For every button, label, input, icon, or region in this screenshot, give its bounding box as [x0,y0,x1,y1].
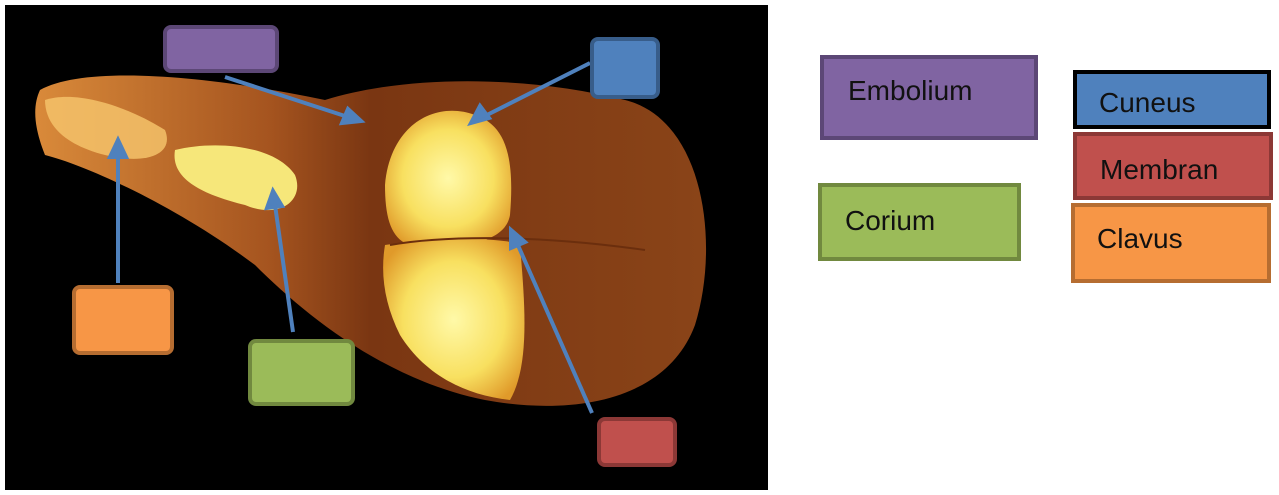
blank-label-box-corium[interactable] [248,339,355,406]
label-membran-text: Membran [1100,156,1218,184]
label-corium[interactable]: Corium [818,183,1021,261]
label-cuneus-text: Cuneus [1099,89,1196,117]
label-clavus[interactable]: Clavus [1071,203,1271,283]
blank-label-box-clavus[interactable] [72,285,174,355]
blank-label-box-embolium[interactable] [163,25,279,73]
blank-label-box-membran[interactable] [597,417,677,467]
label-membran[interactable]: Membran [1073,132,1273,200]
label-corium-text: Corium [845,207,935,235]
label-embolium[interactable]: Embolium [820,55,1038,140]
label-embolium-text: Embolium [848,77,972,105]
insect-wing-photo [5,5,768,490]
membrane-inner-region [383,239,524,400]
label-cuneus[interactable]: Cuneus [1073,70,1271,129]
label-clavus-text: Clavus [1097,225,1183,253]
blank-label-box-cuneus[interactable] [590,37,660,99]
